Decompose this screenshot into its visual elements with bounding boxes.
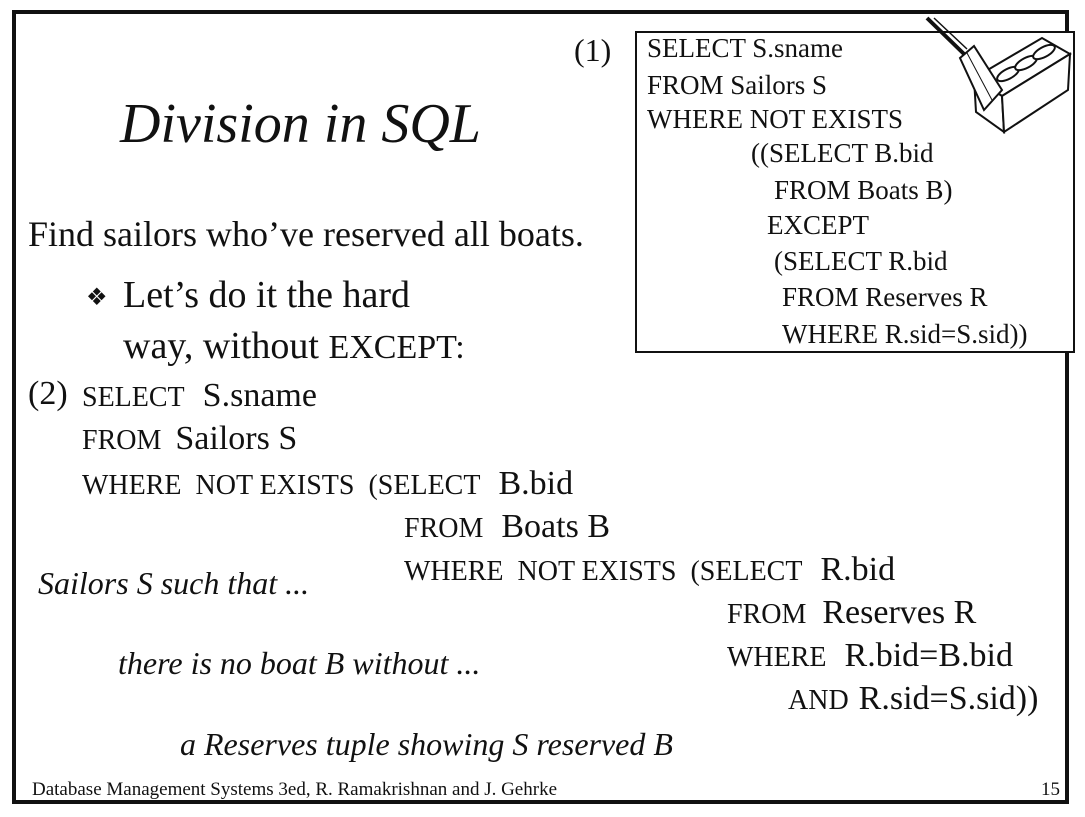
query-1-label: (1): [574, 32, 612, 68]
trowel-brick-icon: [925, 16, 1072, 135]
query-1-box: SELECT S.sname FROM Sailors S WHERE NOT …: [635, 16, 1075, 353]
footer-citation: Database Management Systems 3ed, R. Rama…: [32, 779, 558, 800]
box-line: EXCEPT: [767, 210, 870, 240]
page-number: 15: [1041, 779, 1060, 800]
q2-line-3: WHERE NOT EXISTS (SELECT B.bid: [82, 467, 573, 501]
bullet-icon: ❖: [86, 285, 108, 311]
q2-line-4: FROM Boats B: [404, 510, 610, 544]
sql-keyword: WHERE NOT EXISTS: [404, 556, 677, 587]
box-line: FROM Boats B): [774, 175, 953, 205]
sql-identifier: Boats B: [501, 508, 610, 545]
box-line: FROM Sailors S: [647, 70, 828, 100]
bullet-line-2-keyword: EXCEPT:: [328, 329, 465, 366]
annotation-no-boat: there is no boat B without ...: [118, 645, 481, 681]
q2-line-6: FROM Reserves R: [727, 596, 976, 630]
q2-line-1: SELECT S.sname: [82, 379, 317, 413]
q2-line-5: WHERE NOT EXISTS (SELECT R.bid: [404, 553, 895, 587]
sql-identifier: Reserves R: [822, 594, 977, 631]
sql-identifier: R.bid=B.bid: [844, 637, 1013, 674]
sql-keyword: SELECT: [82, 382, 185, 413]
sql-keyword: (SELECT: [368, 470, 481, 501]
sql-identifier: R.sid=S.sid)): [858, 680, 1039, 717]
box-line: WHERE R.sid=S.sid)): [782, 319, 1028, 349]
sql-identifier: B.bid: [498, 465, 574, 502]
box-line: SELECT S.sname: [647, 33, 844, 63]
q2-line-8: AND R.sid=S.sid)): [788, 682, 1038, 716]
q2-line-2: FROM Sailors S: [82, 422, 297, 456]
sql-identifier: S.sname: [202, 377, 317, 414]
sql-keyword: (SELECT: [690, 556, 803, 587]
sql-keyword: WHERE: [727, 642, 827, 673]
bullet-line-1: Let’s do it the hard: [123, 274, 411, 316]
box-line: (SELECT R.bid: [774, 246, 948, 276]
bullet-line-2-text: way, without: [123, 325, 329, 367]
q2-line-7: WHERE R.bid=B.bid: [727, 639, 1013, 673]
intro-text: Find sailors who’ve reserved all boats.: [28, 214, 584, 254]
sql-keyword: FROM: [727, 599, 807, 630]
sql-identifier: Sailors S: [175, 420, 298, 457]
slide-title: Division in SQL: [120, 93, 481, 155]
sql-keyword: AND: [788, 685, 849, 716]
bullet-line-2: way, without EXCEPT:: [123, 327, 465, 365]
sql-keyword: FROM: [82, 425, 162, 456]
annotation-reserves-tuple: a Reserves tuple showing S reserved B: [180, 726, 673, 762]
query-2-label: (2): [28, 375, 68, 412]
sql-keyword: FROM: [404, 513, 484, 544]
box-line: WHERE NOT EXISTS: [647, 104, 903, 134]
sql-identifier: R.bid: [820, 551, 896, 588]
box-line: ((SELECT B.bid: [751, 138, 934, 168]
slide-frame: Division in SQL (1) SELECT S.sname FROM …: [12, 10, 1075, 804]
box-line: FROM Reserves R: [782, 282, 988, 312]
sql-keyword: WHERE NOT EXISTS: [82, 470, 355, 501]
annotation-sailors: Sailors S such that ...: [38, 565, 310, 601]
